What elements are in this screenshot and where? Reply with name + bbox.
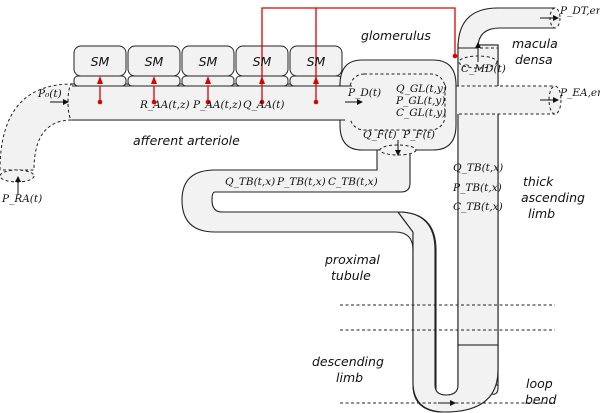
sm-dot-2 — [151, 99, 157, 105]
arrow-pea-head — [553, 97, 559, 103]
label-densa: densa — [515, 52, 553, 67]
math-qaa: Q_AA(t) — [243, 99, 284, 111]
label-ascending: ascending — [521, 190, 585, 205]
arrow-pd-head — [357, 99, 363, 105]
sm-arrow-4 — [259, 76, 265, 84]
sm-label-1: SM — [91, 54, 110, 69]
label-tubule: tubule — [331, 268, 371, 283]
label-proximal: proximal — [324, 252, 380, 267]
label-descending: descending — [312, 354, 384, 369]
math-qtb-right: Q_TB(t,x) — [453, 162, 503, 174]
label-bend: bend — [525, 392, 557, 407]
math-pea: P_EA,end — [559, 87, 600, 99]
sm-dot-1 — [97, 99, 103, 105]
sm-label-3: SM — [199, 54, 218, 69]
math-raa: R_AA(t,z) — [139, 99, 190, 111]
sm-arrow-2 — [151, 76, 157, 84]
math-paa: P_AA(t,z) — [192, 99, 242, 111]
math-cgl: C_GL(t,y) — [396, 107, 446, 119]
label-macula: macula — [512, 36, 558, 51]
arrow-pra-head — [15, 176, 21, 182]
label-thick: thick — [523, 174, 554, 189]
label-afferent-arteriole: afferent arteriole — [133, 133, 240, 148]
sm-arrow-5 — [313, 76, 319, 84]
feedback-dot-mid — [452, 53, 458, 59]
sm-arrow-3 — [205, 76, 211, 84]
math-pra: P_RA(t) — [1, 193, 42, 205]
sm-dot-5 — [313, 99, 319, 105]
math-ctb-right: C_TB(t,x) — [453, 201, 503, 213]
efferent-arteriole — [445, 85, 556, 115]
arrow-p0-head — [63, 99, 69, 105]
arrow-pdt-head — [553, 15, 559, 21]
label-loop: loop — [526, 376, 553, 391]
arrow-loop-head — [450, 400, 456, 406]
feedback-line-1 — [261, 7, 456, 86]
label-glomerulus: glomerulus — [361, 28, 431, 43]
glomerulus-capillary — [349, 73, 446, 131]
label-limb-descending: limb — [336, 370, 363, 385]
sm-label-4: SM — [253, 54, 272, 69]
math-ctb-left: C_TB(t,x) — [328, 176, 378, 188]
math-pd: P_D(t) — [347, 87, 381, 99]
loop-bend — [396, 211, 499, 413]
math-qf: Q_F(t) — [363, 129, 397, 141]
math-ptb-right: P_TB(t,x) — [452, 182, 502, 194]
math-ptb-left: P_TB(t,x) — [276, 176, 326, 188]
sm-label-2: SM — [145, 54, 164, 69]
label-limb-thick: limb — [528, 206, 555, 221]
math-qtb-left: Q_TB(t,x) — [225, 176, 275, 188]
math-cmd: C_MD(t) — [461, 63, 506, 75]
math-pdt: P_DT,end — [559, 5, 600, 17]
math-pgl: P_GL(t,y) — [395, 95, 445, 107]
arrow-cmd-head — [475, 42, 481, 48]
math-p0: P₀(t) — [37, 88, 62, 100]
math-pf: P_F(t) — [402, 129, 435, 141]
sm-arrow-1 — [97, 76, 103, 84]
afferent-arteriole-mid — [72, 86, 352, 120]
sm-label-5: SM — [307, 54, 326, 69]
arrow-qf-head — [395, 150, 401, 156]
math-qgl: Q_GL(t,y) — [396, 83, 447, 95]
sm-dot-4 — [259, 99, 265, 105]
sm-dot-3 — [205, 99, 211, 105]
